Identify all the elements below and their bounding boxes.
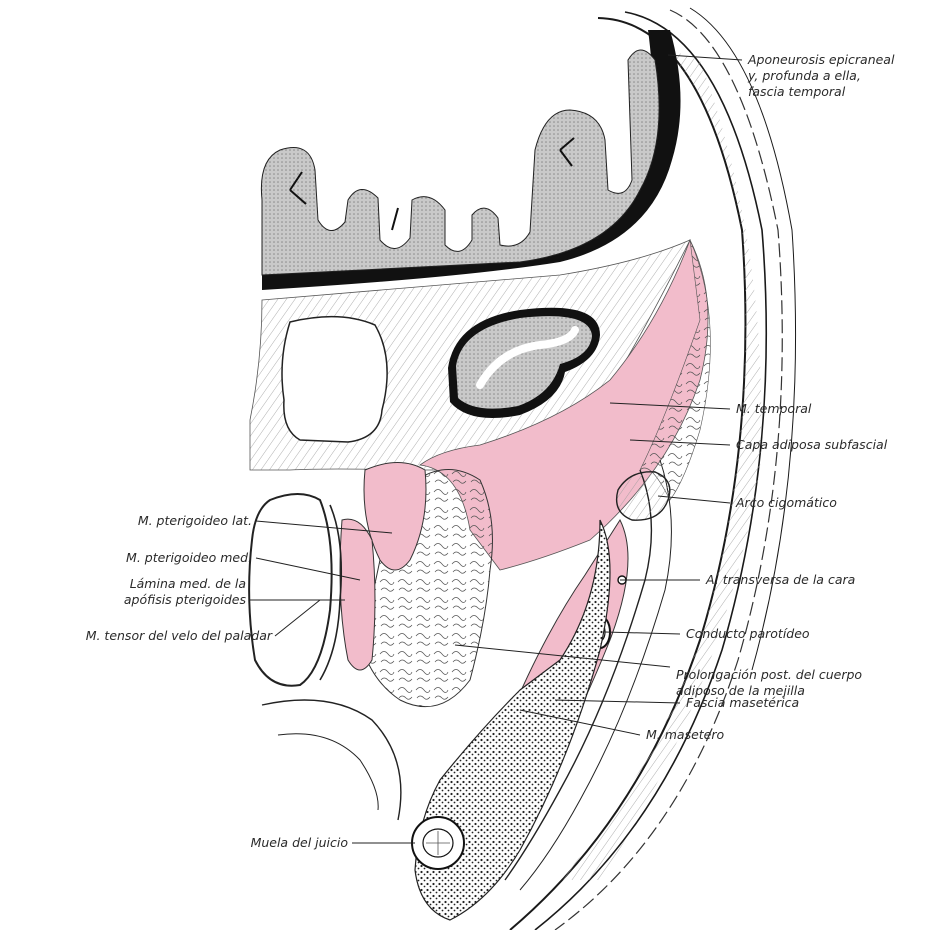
label-m-masetero: M. masetero — [646, 727, 724, 743]
label-conducto-parotideo: Conducto parotídeo — [686, 626, 810, 642]
label-m-temporal: M. temporal — [736, 401, 811, 417]
label-m-pterigoideo-lat: M. pterigoideo lat. — [20, 513, 252, 529]
label-muela-juicio: Muela del juicio — [20, 835, 348, 851]
label-aponeurosis: Aponeurosis epicraneal y, profunda a ell… — [748, 52, 894, 100]
label-arco-cigomatico: Arco cigomático — [736, 495, 837, 511]
label-prolongacion-line1: Prolongación post. del cuerpo — [676, 667, 862, 683]
wisdom-tooth — [412, 817, 464, 869]
sinus-cavity — [282, 317, 387, 442]
label-capa-adiposa: Capa adiposa subfascial — [736, 437, 887, 453]
pterygoid-medial — [340, 519, 375, 670]
label-aponeurosis-line2: y, profunda a ella, — [748, 68, 894, 84]
label-lamina-med: Lámina med. de la apófisis pterigoides — [20, 576, 246, 608]
label-m-tensor: M. tensor del velo del paladar — [20, 628, 272, 644]
label-lamina-med-line1: Lámina med. de la — [20, 576, 246, 592]
brain-cortex — [261, 30, 680, 290]
pterygoid-plate-cavity — [249, 494, 332, 686]
label-lamina-med-line2: apófisis pterigoides — [20, 592, 246, 608]
label-m-pterigoideo-med: M. pterigoideo med. — [20, 550, 252, 566]
label-aponeurosis-line1: Aponeurosis epicraneal — [748, 52, 894, 68]
label-a-transversa: A. transversa de la cara — [706, 572, 855, 588]
label-aponeurosis-line3: fascia temporal — [748, 84, 894, 100]
label-fascia-maseterica: Fascia masetérica — [686, 695, 799, 711]
tongue-outline — [262, 700, 401, 820]
